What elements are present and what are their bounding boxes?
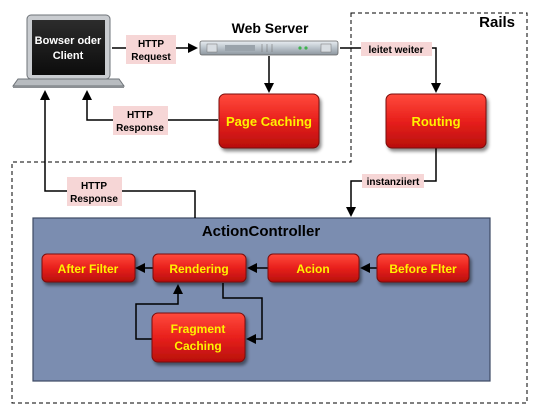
leitet-weiter-label-box (361, 42, 432, 56)
http-response-top-label-box (113, 106, 168, 135)
before-filter-label: Before Flter (389, 262, 457, 276)
action-node (267, 253, 360, 283)
page-caching-node (218, 93, 320, 149)
arrow-page-caching-response (82, 90, 218, 121)
routing-node (385, 93, 487, 149)
routing-label: Routing (411, 114, 460, 129)
client-label-line1: Bowser oder (35, 35, 102, 47)
http-response-bottom-label-line2: Response (70, 194, 118, 205)
rails-boundary (11, 12, 528, 404)
after-filter-label: After Filter (58, 262, 119, 276)
rendering-label: Rendering (169, 262, 228, 276)
client-label-line2: Client (53, 50, 84, 62)
fragment-caching-label-line1: Fragment (171, 322, 226, 336)
arrow-fragment-to-rendering (135, 284, 183, 340)
instanziiert-label-box (362, 174, 424, 188)
http-response-top-label-line2: Response (116, 123, 164, 134)
leitet-weiter-label: leitet weiter (368, 45, 423, 56)
http-response-bottom-label-line1: HTTP (81, 181, 107, 192)
fragment-caching-node (151, 312, 246, 363)
after-filter-node (41, 253, 136, 283)
http-response-top-label-line1: HTTP (127, 110, 153, 121)
http-request-label-box (126, 35, 176, 64)
http-request-label-line1: HTTP (138, 39, 164, 50)
web-server-icon (199, 40, 339, 56)
rails-label: Rails (479, 14, 515, 31)
client-laptop-icon (12, 14, 125, 88)
http-request-label-line2: Request (131, 52, 171, 63)
before-filter-node (376, 253, 470, 283)
action-controller-label: ActionController (202, 223, 320, 240)
rendering-node (152, 253, 247, 283)
http-response-bottom-label-box (67, 177, 122, 206)
page-caching-label: Page Caching (226, 114, 312, 129)
action-label: Acion (296, 262, 329, 276)
web-server-label: Web Server (232, 20, 309, 36)
instanziiert-label: instanziiert (367, 177, 420, 188)
arrow-rendering-to-fragment (222, 283, 263, 344)
fragment-caching-label-line2: Caching (174, 339, 221, 353)
